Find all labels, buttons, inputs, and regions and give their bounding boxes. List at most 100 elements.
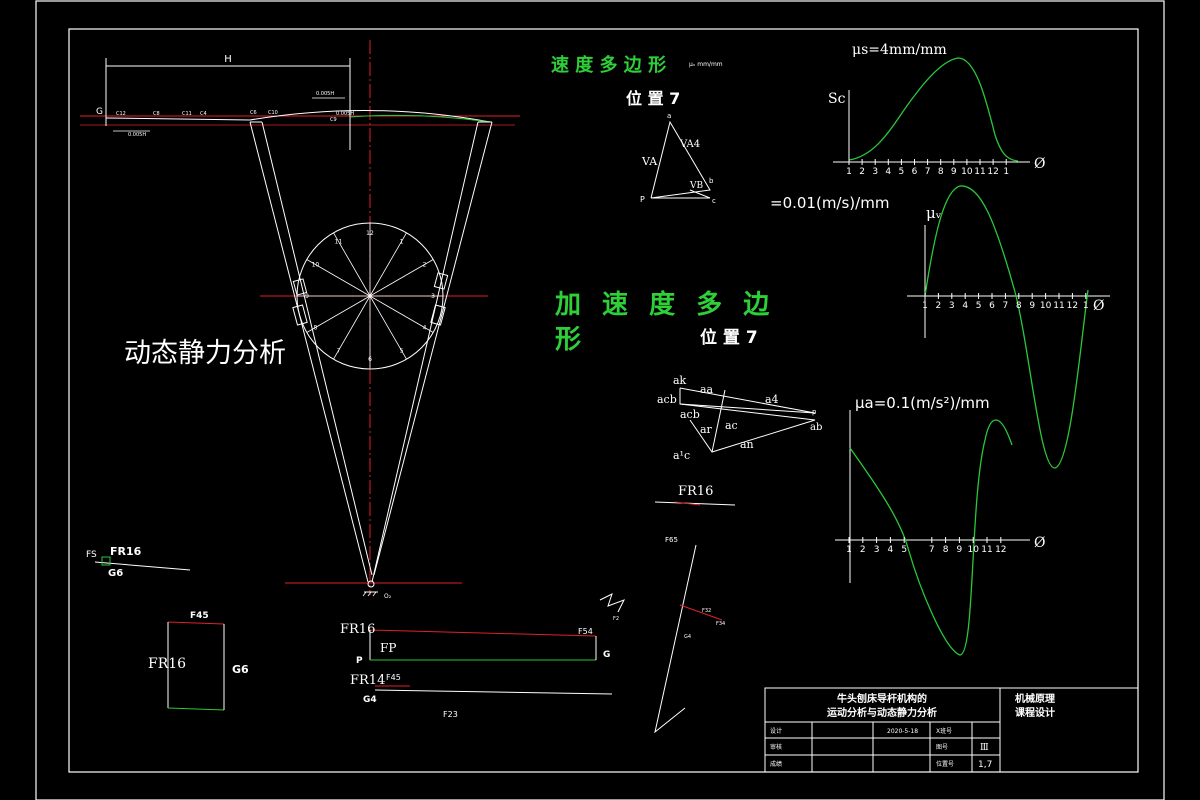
- dim-label-2: 0.005H: [316, 91, 334, 97]
- acc-label-ac: ac: [725, 419, 738, 432]
- acc-curve: [849, 419, 1013, 656]
- crank-number: 8: [314, 325, 318, 332]
- accel-polygon-title-1: 加 速 度 多 边: [555, 289, 775, 320]
- velocity-polygon-title: 速 度 多 边 形: [551, 54, 666, 76]
- tick-label: 1: [922, 301, 928, 311]
- force-node-fs: [101, 556, 111, 566]
- crank-number: 4: [423, 325, 427, 332]
- guide-bar-left-inner: [261, 121, 373, 576]
- pivot-hatch-3: [372, 591, 377, 597]
- pivot-label: O₂: [384, 593, 392, 600]
- vel-label-va4: VA4: [679, 139, 700, 150]
- tick-label: 7: [925, 167, 931, 177]
- title-block-border: [764, 687, 1139, 773]
- crank-spoke: [306, 295, 371, 333]
- force-line-fs: [94, 561, 191, 571]
- slider-right-2: [433, 272, 449, 290]
- force-mid-p: P: [356, 656, 363, 666]
- crank-number: 10: [312, 262, 320, 269]
- tb-r2-c5: Ⅲ: [980, 743, 989, 753]
- tick-label: 9: [951, 167, 957, 177]
- tick-label: 12: [987, 167, 998, 177]
- tb-r3-c1: 成绩: [770, 760, 782, 768]
- tick-label: 8: [1016, 301, 1022, 311]
- tick-label: 11: [974, 167, 985, 177]
- accel-line-1: [711, 389, 726, 453]
- crank-number: 1: [400, 238, 404, 245]
- tb-r3-c4: 位置号: [936, 760, 954, 768]
- tick-label: 11: [1053, 301, 1064, 311]
- ram-path-green: [349, 114, 491, 123]
- force-label-fr16: FR16: [110, 545, 142, 558]
- tick-label: 6: [989, 301, 995, 311]
- accel-polygon-title-2: 形: [555, 325, 581, 355]
- crank-spokes: [297, 223, 443, 369]
- vel-curve: [924, 185, 1089, 469]
- crank-spoke: [333, 232, 371, 297]
- velocity-polygon-position: 位 置 7: [626, 89, 680, 108]
- force-right-f34: F34: [716, 621, 725, 627]
- tick-label: 8: [938, 167, 944, 177]
- vel-xlabel: Ø: [1093, 298, 1104, 314]
- label-c12: C12: [116, 111, 126, 117]
- force-box-fr16: FR16: [148, 656, 186, 672]
- tick-label: 7: [1003, 301, 1009, 311]
- force-right-f32: F32: [702, 608, 711, 614]
- velocity-vb: [689, 189, 711, 199]
- label-c11: C11: [182, 111, 192, 117]
- force-label-g6: G6: [108, 568, 123, 579]
- disp-curve: [848, 57, 1019, 162]
- tick-label: 10: [961, 167, 973, 177]
- tick-label: 12: [1067, 301, 1078, 311]
- tick-label: 7: [929, 545, 935, 555]
- force-mid-g: G: [603, 650, 610, 660]
- pivot-o2: [367, 580, 375, 588]
- vel-chart-scale: =0.01(m/s)/mm: [770, 194, 889, 212]
- tick-label: 8: [943, 545, 949, 555]
- force-box-f45: F45: [190, 611, 209, 621]
- guide-bar-left-outer: [249, 121, 369, 583]
- force-low-fr14: FR14: [350, 673, 385, 688]
- force-right-f65: F65: [665, 536, 678, 544]
- disp-xlabel: Ø: [1034, 156, 1045, 172]
- acc-label-acb2: acb: [680, 408, 700, 421]
- acc-label-ar: ar: [700, 423, 713, 436]
- crank-number: 11: [335, 238, 343, 245]
- acc-label-aa: aa: [700, 383, 714, 396]
- force-right-f2: F2: [613, 616, 619, 622]
- tick-label: 9: [1029, 301, 1035, 311]
- tick-label: 1: [846, 545, 852, 555]
- force-mid-f54: F54: [578, 627, 593, 636]
- acc-label-ak: ak: [673, 374, 687, 387]
- tb-r2-c4: 图号: [936, 744, 948, 751]
- label-c10: C10: [268, 110, 278, 116]
- label-g: G: [96, 107, 103, 117]
- force-mid-top: [369, 629, 597, 637]
- crank-number: 5: [400, 348, 404, 355]
- tick-label: 10: [1040, 301, 1052, 311]
- force-mid-fr16: FR16: [340, 622, 375, 637]
- tick-label: 10: [967, 545, 979, 555]
- label-c8: C8: [153, 111, 160, 117]
- velocity-polygon: 速 度 多 边 形 μᵥ mm/mm 位 置 7 a VA VA4 VB b P…: [551, 54, 723, 205]
- vel-label-p: P: [640, 195, 645, 204]
- crank-spoke: [333, 295, 371, 360]
- force-right-red-2: [679, 604, 723, 621]
- force-box-g6: G6: [232, 663, 249, 676]
- dim-label-1: 0.005H: [128, 132, 146, 138]
- tick-label: 1: [1083, 301, 1089, 311]
- tb-r2-c1: 审核: [770, 743, 782, 751]
- title-block: 牛头刨床导杆机构的 运动分析与动态静力分析 机械原理 课程设计 设计 2020-…: [764, 687, 1139, 773]
- tick-label: 9: [957, 545, 963, 555]
- disp-scale: μs=4mm/mm: [852, 42, 947, 58]
- vel-label-va: VA: [641, 155, 658, 168]
- crank-number: 12: [366, 230, 374, 237]
- tick-label: 5: [901, 545, 907, 555]
- guide-bar-right-outer: [371, 121, 479, 583]
- tick-label: 3: [874, 545, 880, 555]
- tb-r1-c1: 设计: [770, 727, 782, 735]
